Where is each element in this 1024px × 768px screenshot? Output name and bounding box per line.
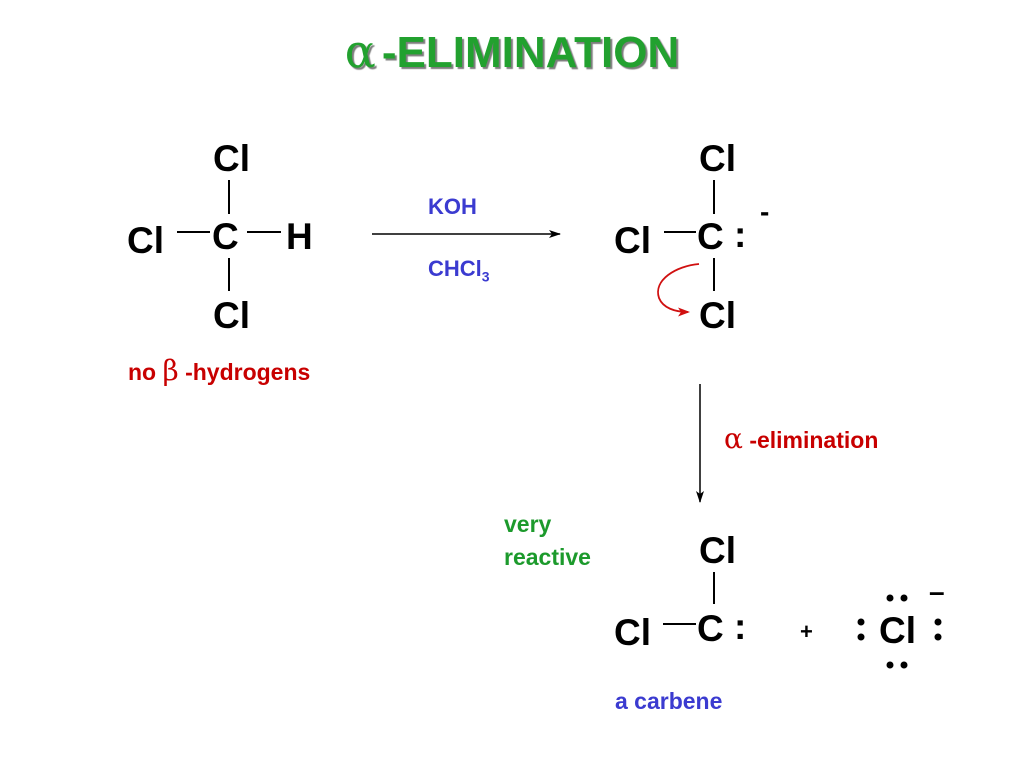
reagent-koh: KOH — [428, 194, 477, 219]
step-label: -elimination — [749, 427, 879, 453]
carbene-label: a carbene — [615, 688, 723, 714]
reactant-left-chlorine: Cl — [127, 220, 164, 261]
anion-left-chlorine: Cl — [614, 220, 651, 261]
alpha-elimination-label: α -elimination — [724, 422, 878, 455]
carbene-carbon: C — [697, 608, 724, 649]
solvent-subscript: 3 — [481, 268, 490, 285]
anion-carbon: C — [697, 216, 724, 257]
curved-electron-arrow — [657, 263, 700, 317]
very-reactive-note: very reactive — [504, 508, 591, 574]
title-alpha-symbol: α — [344, 24, 376, 78]
reactant-carbon: C — [212, 216, 239, 257]
beta-symbol: β — [162, 354, 179, 387]
chloride-ion: Cl — [879, 610, 916, 651]
note-reactive: reactive — [504, 544, 591, 570]
plus-sign: + — [800, 619, 813, 644]
anion-negative-charge: - — [760, 196, 770, 227]
no-beta-hydrogens-note: no β -hydrogens — [128, 354, 310, 387]
solvent-chcl3: CHCl3 — [428, 256, 490, 284]
chloride-lone-pairs — [857, 594, 942, 669]
reactant-top-chlorine: Cl — [213, 138, 250, 179]
note-very: very — [504, 511, 552, 537]
anion-top-chlorine: Cl — [699, 138, 736, 179]
note-hydrogens: -hydrogens — [185, 359, 311, 385]
carbene-lone-pair: : — [734, 606, 747, 647]
step-alpha-symbol: α — [724, 422, 743, 455]
carbene-top-chlorine: Cl — [699, 530, 736, 571]
title-text: -ELIMINATION — [381, 28, 680, 77]
slide-title: α-ELIMINATION — [0, 24, 1024, 78]
carbene-left-chlorine: Cl — [614, 612, 651, 653]
chloride-charge: – — [929, 576, 945, 607]
solvent-text: CHCl — [428, 256, 482, 281]
anion-lone-pair: : — [734, 214, 747, 255]
reactant-bottom-chlorine: Cl — [213, 295, 250, 336]
anion-bottom-chlorine: Cl — [699, 295, 736, 336]
note-no: no — [128, 359, 157, 385]
reactant-hydrogen: H — [286, 216, 313, 257]
